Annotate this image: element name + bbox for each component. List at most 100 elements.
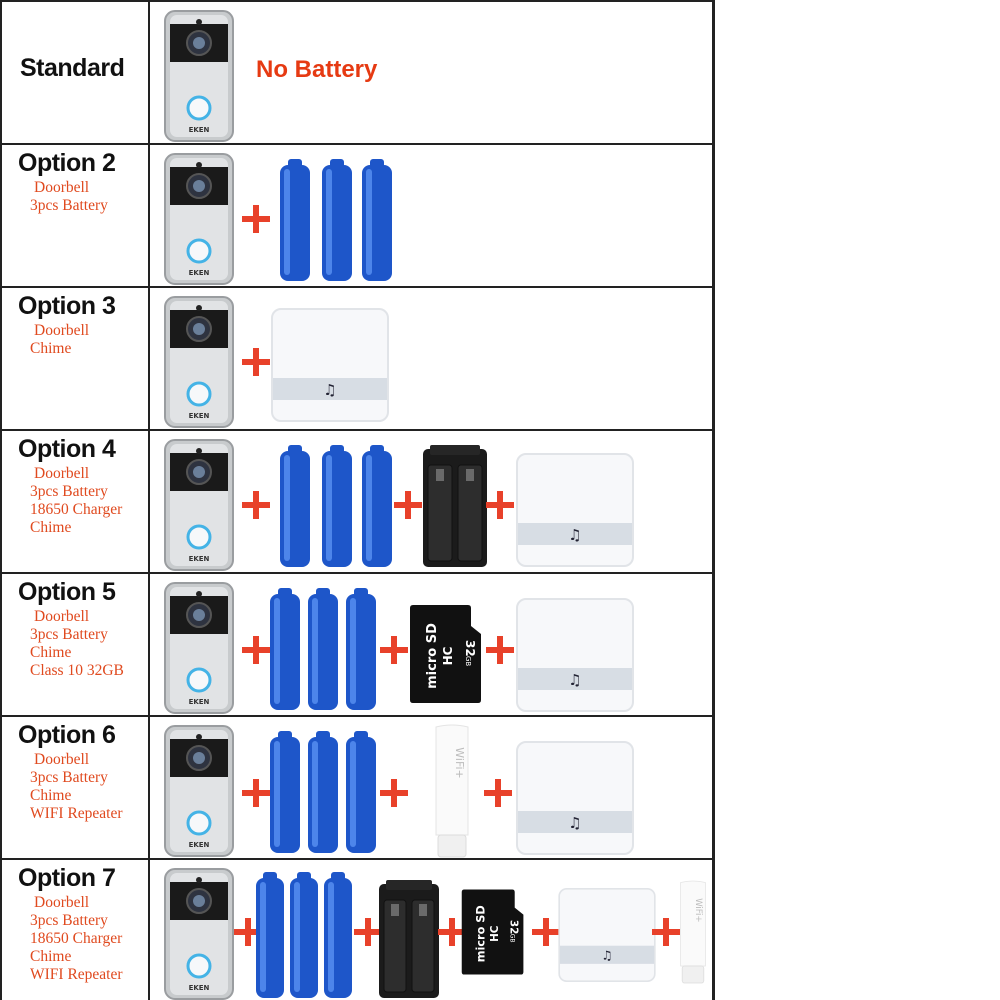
option-label-cell: Option 5 Doorbell 3pcs Battery Chime Cla… <box>2 574 150 716</box>
battery-set-image <box>270 588 376 710</box>
doorbell-brand: EKEN <box>189 841 210 849</box>
plus-icon <box>486 636 514 664</box>
option-title: Option 3 <box>18 292 116 320</box>
option-title: Standard <box>20 54 125 82</box>
detail-item: 3pcs Battery <box>30 197 108 214</box>
option-details: Doorbell 3pcs Battery 18650 Charger Chim… <box>30 894 123 984</box>
sd-class-text: HC <box>441 646 455 665</box>
chime-image: ♫ <box>516 598 634 712</box>
plus-icon <box>242 491 270 519</box>
music-note-icon: ♫ <box>568 671 581 689</box>
plus-icon <box>354 918 382 946</box>
no-battery-note: No Battery <box>256 56 378 83</box>
doorbell-image: EKEN <box>164 153 234 285</box>
detail-item: 3pcs Battery <box>30 912 108 929</box>
doorbell-brand: EKEN <box>189 412 210 420</box>
music-note-icon: ♫ <box>323 381 336 399</box>
doorbell-image: EKEN <box>164 439 234 571</box>
doorbell-brand: EKEN <box>189 269 210 277</box>
doorbell-brand: EKEN <box>189 126 210 134</box>
chime-image: ♫ <box>516 741 634 855</box>
sd-class-text: HC <box>489 926 501 942</box>
sd-brand-text: micro SD <box>474 905 487 962</box>
charger-image <box>423 445 487 567</box>
plus-icon <box>484 779 512 807</box>
detail-item: Chime <box>30 787 72 804</box>
detail-item: Chime <box>30 644 72 661</box>
battery-icon <box>308 588 338 710</box>
option-row-4: Option 4 Doorbell 3pcs Battery 18650 Cha… <box>0 429 712 574</box>
chime-image: ♫ <box>271 308 389 422</box>
option-label-cell: Option 7 Doorbell 3pcs Battery 18650 Cha… <box>2 860 150 1000</box>
wifi-repeater-image: WiFi+ <box>680 880 706 984</box>
battery-set-image <box>280 159 392 281</box>
option-row-3: Option 3 Doorbell Chime EKEN ♫ <box>0 286 712 431</box>
detail-item: WIFI Repeater <box>30 805 123 822</box>
plus-icon <box>242 348 270 376</box>
battery-icon <box>346 588 376 710</box>
option-label-cell: Standard <box>2 2 150 144</box>
option-row-5: Option 5 Doorbell 3pcs Battery Chime Cla… <box>0 572 712 717</box>
detail-item: 18650 Charger <box>30 501 123 518</box>
detail-item: Chime <box>30 519 72 536</box>
option-label-cell: Option 6 Doorbell 3pcs Battery Chime WIF… <box>2 717 150 859</box>
battery-icon <box>322 445 352 567</box>
plus-icon <box>394 491 422 519</box>
chime-image: ♫ <box>516 453 634 567</box>
battery-icon <box>324 872 352 998</box>
plus-icon <box>380 779 408 807</box>
detail-item: 3pcs Battery <box>30 769 108 786</box>
repeater-brand: WiFi+ <box>693 898 703 922</box>
detail-item: WIFI Repeater <box>30 966 123 983</box>
option-details: Doorbell 3pcs Battery Chime Class 10 32G… <box>30 608 124 680</box>
music-note-icon: ♫ <box>568 814 581 832</box>
option-details: Doorbell 3pcs Battery 18650 Charger Chim… <box>30 465 122 537</box>
doorbell-image: EKEN <box>164 296 234 428</box>
option-details: Doorbell 3pcs Battery Chime WIFI Repeate… <box>30 751 123 823</box>
battery-icon <box>280 159 310 281</box>
detail-item: Doorbell <box>34 751 90 768</box>
option-title: Option 5 <box>18 578 116 606</box>
detail-item: Doorbell <box>34 608 90 625</box>
doorbell-brand: EKEN <box>189 984 210 992</box>
detail-item: Doorbell <box>34 179 90 196</box>
detail-item: Class 10 32GB <box>30 662 124 679</box>
option-row-standard: Standard EKEN No Battery <box>0 0 712 145</box>
doorbell-image: EKEN <box>164 725 234 857</box>
detail-item: Doorbell <box>34 322 90 339</box>
option-row-6: Option 6 Doorbell 3pcs Battery Chime WIF… <box>0 715 712 860</box>
battery-set-image <box>256 872 352 998</box>
option-title: Option 2 <box>18 149 116 177</box>
battery-icon <box>362 445 392 567</box>
option-details: Doorbell Chime <box>30 322 89 358</box>
plus-icon <box>652 918 680 946</box>
sd-unit-text: GB <box>464 656 472 666</box>
plus-icon <box>242 636 270 664</box>
battery-icon <box>256 872 284 998</box>
detail-item: 3pcs Battery <box>30 626 108 643</box>
battery-icon <box>280 445 310 567</box>
detail-item: 3pcs Battery <box>30 483 108 500</box>
wifi-repeater-image: WiFi+ <box>435 724 469 858</box>
plus-icon <box>380 636 408 664</box>
battery-icon <box>270 731 300 853</box>
plus-icon <box>242 779 270 807</box>
doorbell-brand: EKEN <box>189 698 210 706</box>
sd-unit-text: GB <box>508 934 515 943</box>
option-title: Option 4 <box>18 435 116 463</box>
detail-item: Doorbell <box>34 465 90 482</box>
battery-icon <box>270 588 300 710</box>
doorbell-brand: EKEN <box>189 555 210 563</box>
sd-capacity-text: 32 <box>507 920 519 934</box>
battery-icon <box>346 731 376 853</box>
option-details: Doorbell 3pcs Battery <box>30 179 108 215</box>
plus-icon <box>532 918 560 946</box>
plus-icon <box>242 205 270 233</box>
repeater-brand: WiFi+ <box>453 747 466 779</box>
detail-item: Chime <box>30 948 72 965</box>
option-label-cell: Option 4 Doorbell 3pcs Battery 18650 Cha… <box>2 431 150 573</box>
battery-set-image <box>270 731 376 853</box>
option-title: Option 7 <box>18 864 116 892</box>
battery-icon <box>290 872 318 998</box>
battery-set-image <box>280 445 392 567</box>
